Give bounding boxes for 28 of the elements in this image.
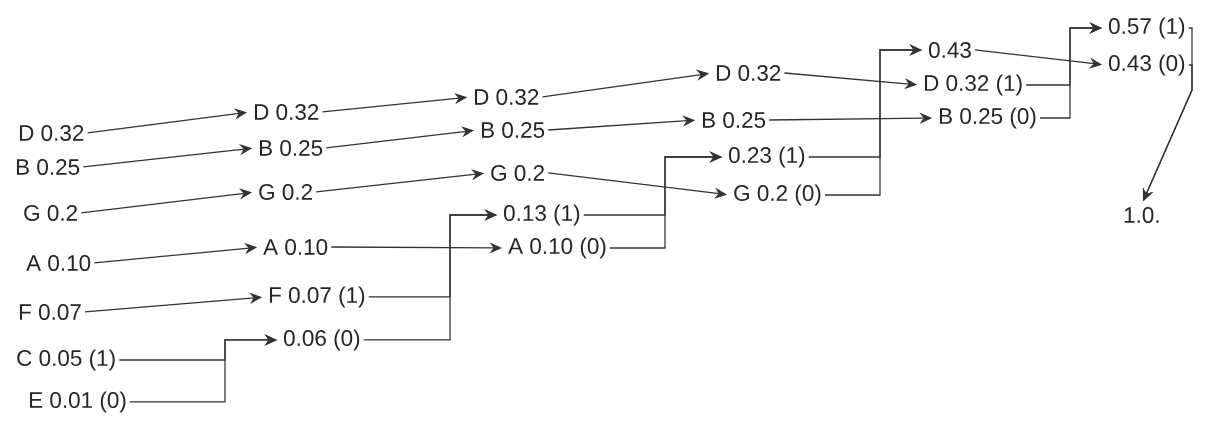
probability-entry: D 0.32 xyxy=(19,125,84,141)
probability-entry: F 0.07 xyxy=(19,304,81,320)
probability-entry: G 0.2 xyxy=(24,205,77,221)
probability-entry: D 0.32 (1) xyxy=(924,74,1022,96)
probability-entry: A 0.10 (0) xyxy=(508,237,606,259)
probability-entry: D 0.32 xyxy=(716,65,781,81)
probability-entry: G 0.2 (0) xyxy=(734,184,821,206)
probability-entry: B 0.25 xyxy=(702,112,766,128)
probability-entry: A 0.10 xyxy=(26,255,91,271)
probability-entry: 0.23 (1) xyxy=(729,146,805,168)
probability-entry: D 0.32 xyxy=(254,104,319,120)
probability-entry: C 0.05 (1) xyxy=(17,349,115,371)
probability-entry: 0.43 xyxy=(928,42,971,58)
probability-entry: 1.0. xyxy=(1124,207,1159,223)
probability-entry: A 0.10 xyxy=(263,239,328,255)
probability-entry: D 0.32 xyxy=(474,89,539,105)
probability-entry: 0.57 (1) xyxy=(1108,17,1185,39)
probability-entry: G 0.2 xyxy=(259,184,312,200)
probability-entry: B 0.25 xyxy=(259,140,323,156)
probability-entry: B 0.25 (0) xyxy=(939,107,1036,129)
probability-entry: B 0.25 xyxy=(16,159,80,175)
probability-entry: 0.43 (0) xyxy=(1108,54,1185,76)
probability-entry: F 0.07 (1) xyxy=(269,286,365,308)
probability-entry: 0.13 (1) xyxy=(504,204,580,226)
probability-entry: B 0.25 xyxy=(481,122,545,138)
probability-entry: E 0.01 (0) xyxy=(29,391,126,413)
probability-entry: 0.06 (0) xyxy=(284,329,360,351)
probability-entry: G 0.2 xyxy=(491,165,544,181)
